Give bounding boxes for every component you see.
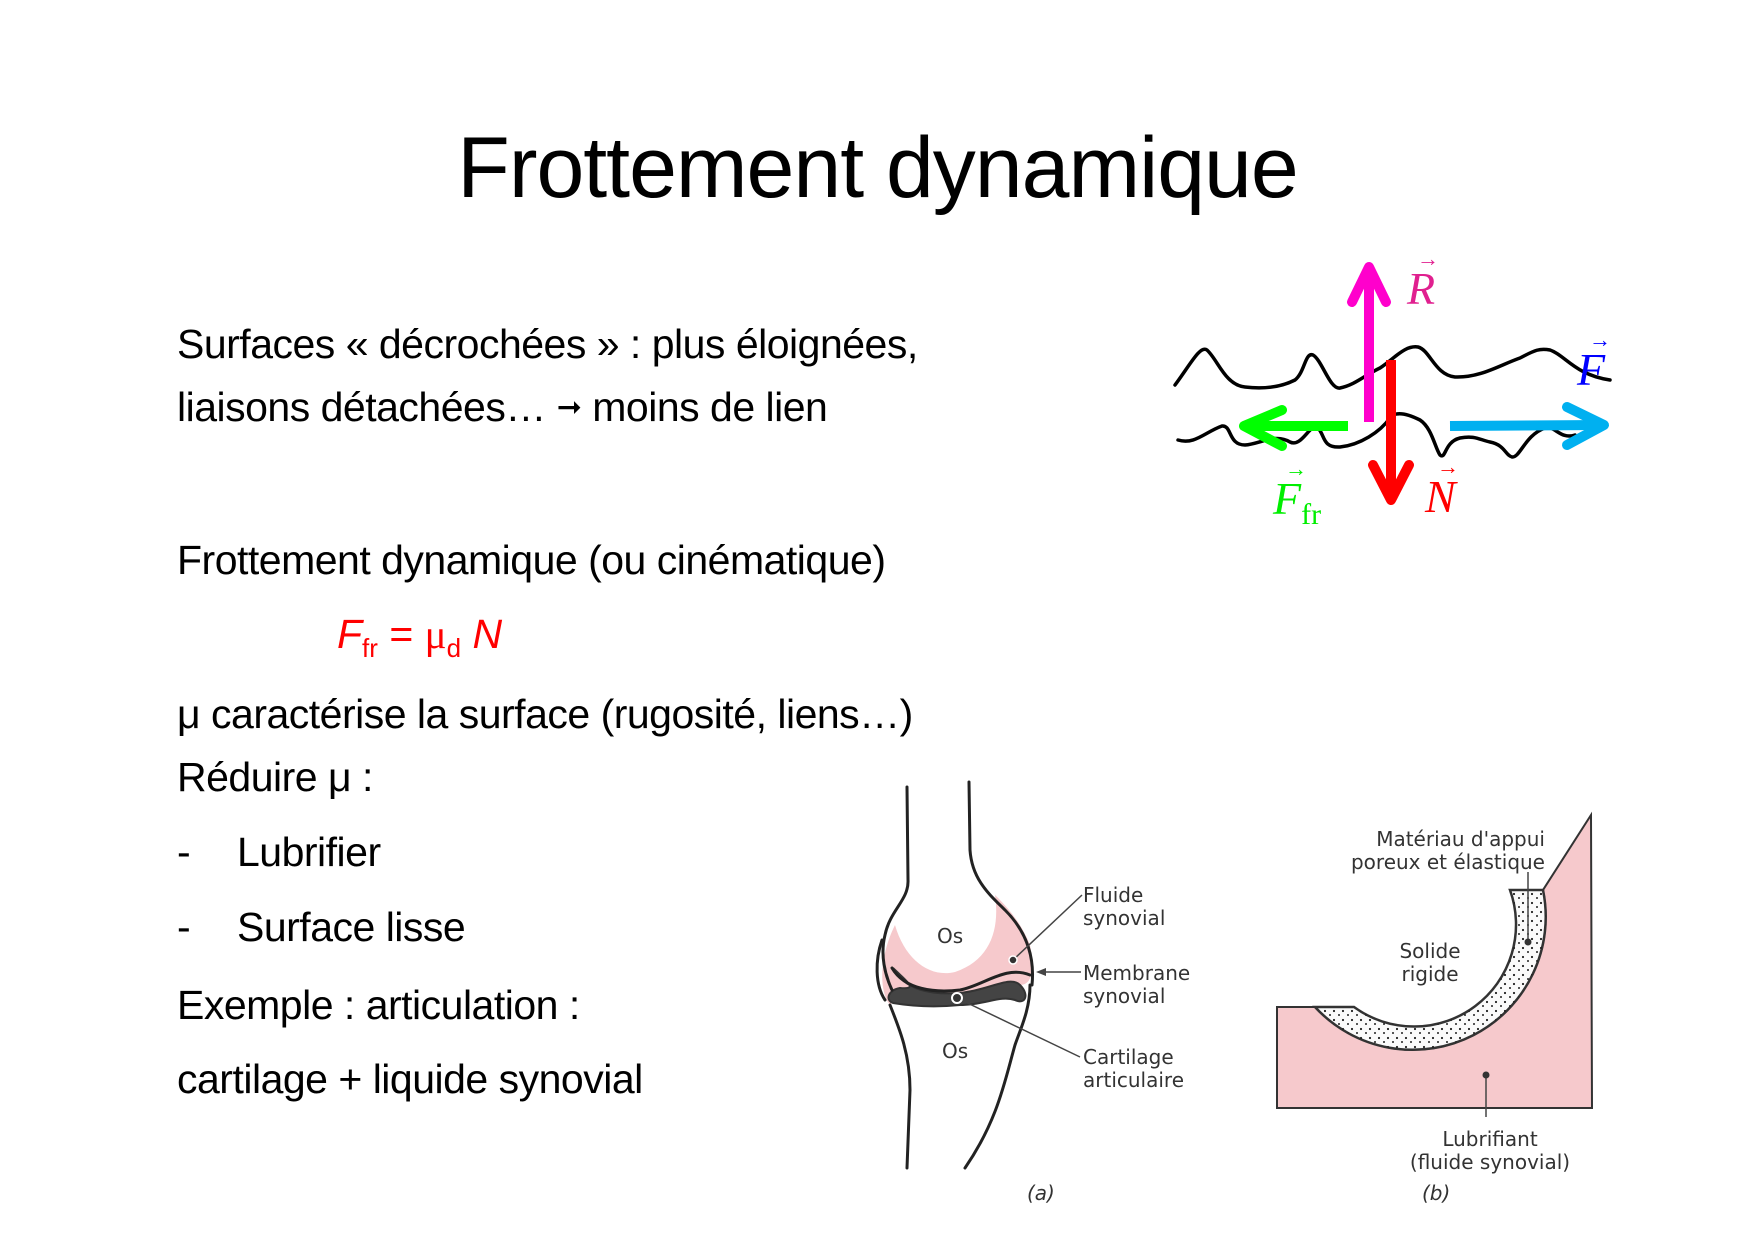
leader-line-cartilage: [956, 997, 1081, 1058]
upper-bone-outline: [881, 785, 910, 992]
vector-arrow-icon: →: [1417, 246, 1439, 271]
list-item-label: Surface lisse: [237, 904, 466, 950]
lower-surface: [1176, 412, 1577, 459]
slide-title: Frottement dynamique: [457, 120, 1298, 216]
formula-mu: μ: [424, 611, 447, 657]
articular-cartilage: [887, 967, 1027, 1008]
example-line-2: cartilage + liquide synovial: [177, 1056, 643, 1102]
formula-mu-subscript: d: [446, 633, 462, 663]
upper-bone-outline-right: [967, 780, 1035, 987]
applied-force-arrow: [1449, 402, 1609, 450]
normal-vector-arrow: [1368, 360, 1414, 505]
applied-force-label: →F: [1577, 327, 1611, 395]
formula-force-subscript: fr: [362, 633, 378, 663]
list-item-label: Lubrifier: [237, 829, 381, 875]
list-item: -Lubrifier: [177, 828, 381, 876]
figure-b-caption: (b): [1422, 1181, 1451, 1205]
lubricant-label: Lubrifiant(fluide synovial): [1409, 1127, 1571, 1174]
porous-dots: [1315, 890, 1546, 1050]
vector-arrow-icon: →: [1285, 456, 1307, 481]
vector-arrow-icon: →: [1589, 327, 1611, 352]
leader-line-fluid: [1012, 894, 1083, 961]
fluid-marker-dot: [1008, 955, 1018, 965]
upper-bone-label: Os: [937, 924, 964, 948]
right-arrow-icon: ➞: [556, 390, 582, 425]
surfaces-line-2-suffix: moins de lien: [581, 384, 828, 430]
reaction-vector-label: →R: [1407, 246, 1439, 314]
friction-vector-arrow: [1239, 405, 1348, 451]
friction-formula: Ffr = μd N: [337, 610, 502, 672]
reduce-mu-line: Réduire μ :: [177, 754, 373, 800]
friction-vector-label: →Ffr: [1273, 456, 1322, 532]
example-line-1: Exemple : articulation :: [177, 982, 580, 1028]
lower-bone-label: Os: [942, 1039, 969, 1063]
list-bullet: -: [177, 904, 191, 950]
membrane-arrowhead-icon: [1036, 968, 1046, 976]
mu-description: μ caractérise la surface (rugosité, lien…: [177, 691, 913, 737]
lower-bone-outline-left: [888, 1003, 912, 1170]
dynamic-friction-heading: Frottement dynamique (ou cinématique): [177, 537, 886, 583]
normal-vector-label: →N: [1425, 454, 1459, 522]
material-marker-dot: [1524, 938, 1532, 946]
formula-equals: =: [377, 611, 425, 657]
formula-normal: N: [472, 611, 503, 657]
lubricant-marker-dot: [1482, 1071, 1490, 1079]
list-bullet: -: [177, 829, 191, 875]
upper-bone-joint-surface: [890, 966, 1032, 993]
surfaces-line-2: liaisons détachées… ➞ moins de lien: [177, 383, 828, 432]
surfaces-line-1: Surfaces « décrochées » : plus éloignées…: [177, 321, 918, 367]
membrane-outline: [875, 938, 887, 1002]
surfaces-line-2-prefix: liaisons détachées…: [177, 384, 557, 430]
vector-arrow-icon: →: [1437, 454, 1459, 479]
figure-a-caption: (a): [1027, 1181, 1055, 1205]
formula-force: F: [337, 611, 363, 657]
cartilage-marker-dot: [951, 992, 963, 1004]
lower-bone-outline-right: [963, 983, 1032, 1170]
list-item: -Surface lisse: [177, 903, 466, 951]
reaction-vector-arrow: [1347, 262, 1391, 422]
